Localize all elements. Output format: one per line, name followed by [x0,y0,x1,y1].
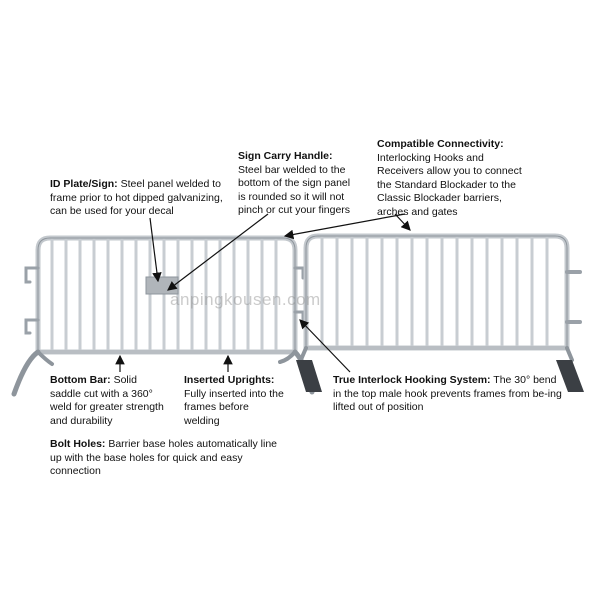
callout-sign-handle-title: Sign Carry Handle: [238,150,333,162]
callout-sign-handle-text: Steel bar welded to the bottom of the si… [238,163,351,217]
foot-plate-left [296,360,322,392]
callout-interlock: True Interlock Hooking System: The 30° b… [333,374,563,415]
callout-bolt-holes: Bolt Holes: Barrier base holes automatic… [50,438,290,479]
callout-compatible-text: Interlocking Hooks and Receivers allow y… [377,151,522,218]
right-barrier [298,233,582,364]
callout-compatible-title: Compatible Connectivity: [377,138,504,150]
callout-id-plate: ID Plate/Sign: Steel panel welded to fra… [50,178,225,219]
callout-uprights: Inserted Uprights: Fully inserted into t… [184,374,284,428]
callout-interlock-text: The 30° bend in the top male hook preven… [333,374,562,413]
callout-id-plate-text: Steel panel welded to frame prior to hot… [50,178,223,217]
callout-bottom-bar-text: Solid saddle cut with a 360° weld for gr… [50,374,164,427]
callout-uprights-text: Fully inserted into the frames before we… [184,387,284,427]
foot-plate-right [556,360,584,392]
callout-id-plate-title: ID Plate/Sign: [50,178,118,190]
callout-bottom-bar: Bottom Bar: Solid saddle cut with a 360°… [50,374,168,428]
callout-sign-handle: Sign Carry Handle: Steel bar welded to t… [238,150,358,218]
callout-bottom-bar-title: Bottom Bar: [50,374,111,386]
callout-bolt-holes-title: Bolt Holes: [50,438,106,450]
callout-uprights-title: Inserted Uprights: [184,374,275,386]
callout-arrows [115,213,411,373]
callout-bolt-holes-text: Barrier base holes automatically line up… [50,438,278,477]
left-barrier [11,235,315,397]
callout-compatible: Compatible Connectivity: Interlocking Ho… [377,138,527,219]
callout-interlock-title: True Interlock Hooking System: [333,374,491,386]
watermark: anpingkousen.com [170,290,321,309]
